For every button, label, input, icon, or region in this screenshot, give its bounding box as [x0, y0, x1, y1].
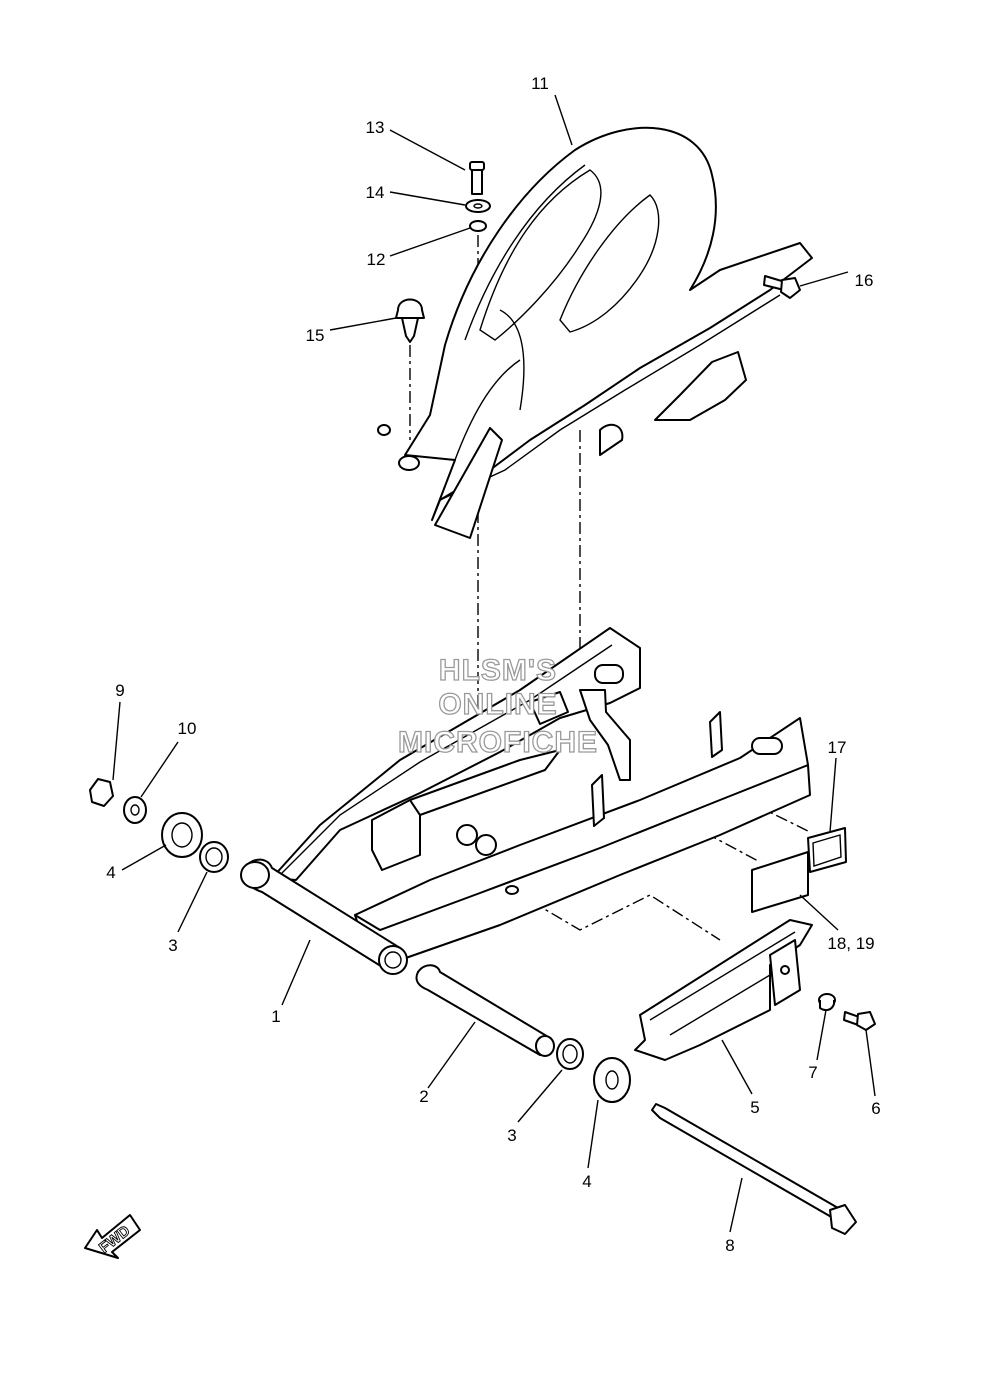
swing-arm-part-1 [240, 627, 811, 975]
callout-7: 7 [808, 1063, 817, 1082]
oil-seal-part-4-lower [593, 1057, 631, 1103]
pivot-shaft-part-8 [651, 1103, 857, 1235]
callout-6: 6 [871, 1099, 880, 1118]
bolt-part-16 [763, 275, 801, 299]
watermark-line-3: MICROFICHE [398, 726, 598, 759]
collar-part-12 [469, 220, 487, 232]
watermark-line-1: HLSM'S [439, 654, 557, 687]
callout-2: 2 [419, 1087, 428, 1106]
rivet-clip-part-15 [395, 298, 425, 343]
watermark-line-2: ONLINE [438, 688, 557, 721]
washer-part-10 [123, 796, 147, 824]
fwd-direction-badge: FWD [84, 1214, 141, 1259]
callout-9: 9 [115, 681, 124, 700]
pivot-collar-part-2 [415, 964, 555, 1057]
rear-fender-part-11 [377, 126, 813, 539]
label-part-18-19 [751, 851, 809, 913]
callout-14: 14 [366, 183, 385, 202]
callout-8: 8 [725, 1236, 734, 1255]
plate-part-17 [807, 827, 847, 873]
bolt-part-13 [469, 161, 485, 195]
watermark: HLSM'S ONLINE MICROFICHE [397, 653, 598, 759]
callout-13: 13 [366, 118, 385, 137]
callout-10: 10 [178, 719, 197, 738]
callout-16: 16 [855, 271, 874, 290]
nut-part-9 [89, 778, 114, 807]
bearing-part-3-lower [556, 1038, 584, 1070]
washer-part-14 [465, 199, 491, 213]
callout-labels: 11 13 14 12 15 16 9 10 4 3 1 2 3 4 5 7 6… [106, 74, 880, 1255]
oil-seal-part-4-upper [161, 812, 203, 858]
callout-1: 1 [271, 1007, 280, 1026]
callout-18-19: 18, 19 [827, 934, 874, 953]
callout-4-lower: 4 [582, 1172, 591, 1191]
collar-part-7 [818, 993, 836, 1012]
callout-12: 12 [367, 250, 386, 269]
callout-15: 15 [306, 326, 325, 345]
bearing-part-3-upper [199, 841, 229, 873]
callout-leaders [112, 94, 876, 1233]
chain-slider-part-5 [634, 919, 813, 1061]
callout-4-upper: 4 [106, 863, 115, 882]
callout-5: 5 [750, 1098, 759, 1117]
callout-3-lower: 3 [507, 1126, 516, 1145]
callout-17: 17 [828, 738, 847, 757]
bolt-part-6 [843, 1011, 876, 1031]
callout-11: 11 [531, 74, 549, 93]
callout-3-upper: 3 [168, 936, 177, 955]
